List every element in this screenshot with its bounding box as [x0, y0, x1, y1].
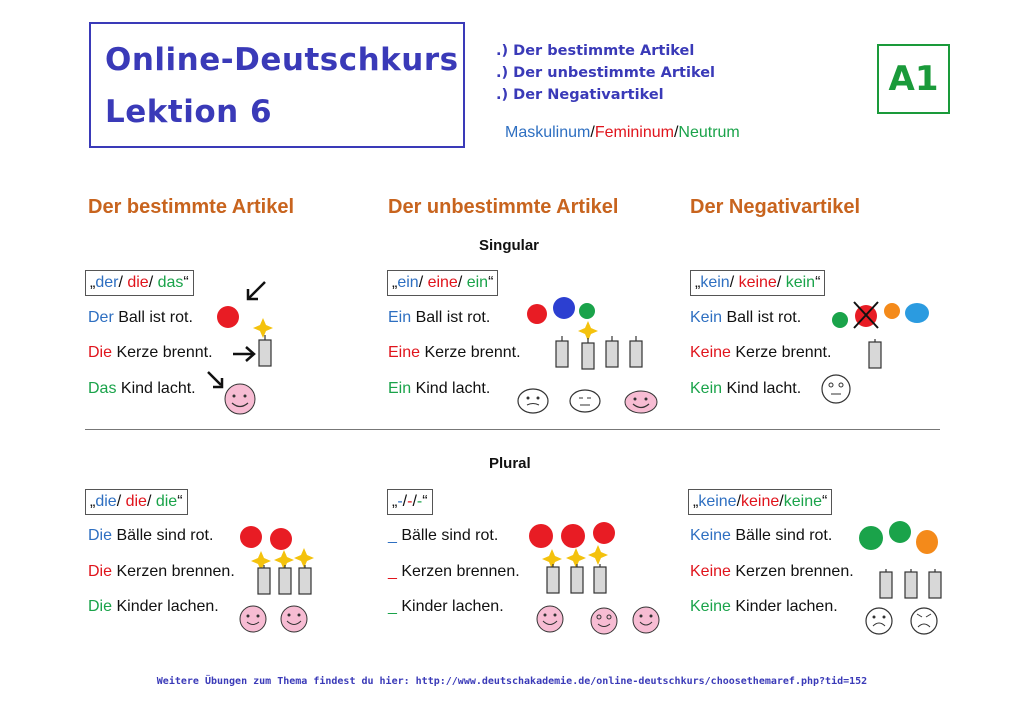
- candle-icon: [257, 564, 271, 595]
- arrow-icon: [233, 346, 256, 362]
- ball-icon: [916, 530, 938, 554]
- candle-icon: [555, 335, 569, 368]
- sentence-row: Kein Kind lacht.: [690, 380, 802, 397]
- smiley-icon: [224, 383, 256, 415]
- flame-icon: [542, 549, 562, 569]
- arrow-icon: [246, 281, 266, 301]
- ball-icon: [217, 306, 239, 328]
- topic-list: .) Der bestimmte Artikel .) Der unbestim…: [496, 40, 715, 106]
- face-neutral-icon: [569, 389, 601, 413]
- candle-icon: [879, 568, 893, 599]
- sentence-row: Ein Kind lacht.: [388, 380, 491, 397]
- topic-item: .) Der Negativartikel: [496, 87, 664, 103]
- sentence-row: Keine Kinder lachen.: [690, 598, 838, 615]
- ball-icon: [859, 526, 883, 550]
- candle-icon: [593, 563, 607, 594]
- sentence-row: _ Kinder lachen.: [388, 598, 504, 615]
- sentence-row: Die Kinder lachen.: [88, 598, 219, 615]
- title-box: Online-Deutschkurs Lektion 6: [89, 22, 465, 148]
- flame-icon: [294, 548, 314, 568]
- ball-icon: [529, 524, 553, 548]
- candle-icon: [298, 564, 312, 595]
- face-neutral-icon: [821, 374, 851, 404]
- smiley-icon: [632, 606, 660, 634]
- formula-negative-plural: „keine/keine/keine“: [688, 489, 833, 515]
- level-badge: A1: [877, 44, 950, 114]
- smiley-icon: [239, 605, 267, 633]
- heading-negative: Der Negativartikel: [690, 196, 861, 218]
- gender-legend: Maskulinum/Femininum/Neutrum: [505, 124, 740, 142]
- topic-item: .) Der unbestimmte Artikel: [496, 65, 716, 81]
- candle-icon: [258, 334, 272, 367]
- heading-indefinite: Der unbestimmte Artikel: [388, 196, 619, 218]
- candle-icon: [570, 563, 584, 594]
- sad-face-icon: [865, 607, 893, 635]
- separator: /: [590, 124, 595, 141]
- candle-icon: [928, 568, 942, 599]
- sentence-row: Eine Kerze brennt.: [388, 344, 521, 361]
- formula-definite-singular: „der/ die/ das“: [85, 270, 194, 296]
- sentence-row: Keine Kerzen brennen.: [690, 563, 854, 580]
- ball-icon: [561, 524, 585, 548]
- sentence-row: Keine Kerze brennt.: [690, 344, 832, 361]
- smiley-icon: [536, 605, 564, 633]
- flame-icon: [566, 548, 586, 568]
- ball-icon: [889, 521, 911, 543]
- sentence-row: Keine Bälle sind rot.: [690, 527, 833, 544]
- formula-indefinite-singular: „ein/ eine/ ein“: [387, 270, 499, 296]
- candle-icon: [629, 335, 643, 368]
- lesson-title: Lektion 6: [105, 94, 273, 130]
- sentence-row: Die Kerze brennt.: [88, 344, 213, 361]
- footer-link[interactable]: Weitere Übungen zum Thema findest du hie…: [156, 676, 868, 687]
- face-neutral-icon: [517, 388, 549, 414]
- candle-icon: [546, 563, 560, 594]
- neuter-label: Neutrum: [678, 124, 740, 141]
- ball-icon: [832, 312, 848, 328]
- candle-icon: [581, 337, 595, 370]
- smiley-icon: [590, 607, 618, 635]
- smiley-icon: [280, 605, 308, 633]
- ball-icon: [270, 528, 292, 550]
- sentence-row: _ Bälle sind rot.: [388, 527, 499, 544]
- ball-icon: [593, 522, 615, 544]
- ball-icon: [579, 303, 595, 319]
- sad-face-icon: [910, 607, 938, 635]
- sentence-row: _ Kerzen brennen.: [388, 563, 520, 580]
- sentence-row: Die Kerzen brennen.: [88, 563, 235, 580]
- singular-label: Singular: [479, 237, 540, 254]
- ball-icon: [884, 303, 900, 319]
- sentence-row: Die Bälle sind rot.: [88, 527, 214, 544]
- candle-icon: [605, 335, 619, 368]
- plural-label: Plural: [489, 455, 531, 472]
- formula-indefinite-plural: „-/-/-“: [387, 489, 433, 515]
- ball-icon: [905, 303, 929, 323]
- formula-negative-singular: „kein/ keine/ kein“: [690, 270, 826, 296]
- separator: /: [673, 124, 679, 141]
- ball-icon: [240, 526, 262, 548]
- formula-definite-plural: „die/ die/ die“: [85, 489, 188, 515]
- masculine-label: Maskulinum: [505, 124, 591, 141]
- ball-icon: [527, 304, 547, 324]
- flame-icon: [274, 550, 294, 570]
- sentence-row: Der Ball ist rot.: [88, 309, 193, 326]
- sentence-row: Das Kind lacht.: [88, 380, 196, 397]
- candle-icon: [278, 564, 292, 595]
- arrow-icon: [207, 371, 224, 389]
- candle-icon: [904, 568, 918, 599]
- feminine-label: Femininum: [594, 124, 674, 141]
- flame-icon: [588, 545, 608, 565]
- ball-icon: [553, 297, 575, 319]
- flame-icon: [253, 318, 273, 338]
- topic-item: .) Der bestimmte Artikel: [496, 43, 695, 59]
- heading-definite: Der bestimmte Artikel: [88, 196, 294, 218]
- smiley-icon: [624, 390, 658, 414]
- cross-icon: [853, 301, 879, 329]
- candle-icon: [868, 338, 882, 369]
- course-title: Online-Deutschkurs: [105, 42, 459, 78]
- sentence-row: Kein Ball ist rot.: [690, 309, 802, 326]
- section-divider: [85, 429, 940, 430]
- sentence-row: Ein Ball ist rot.: [388, 309, 491, 326]
